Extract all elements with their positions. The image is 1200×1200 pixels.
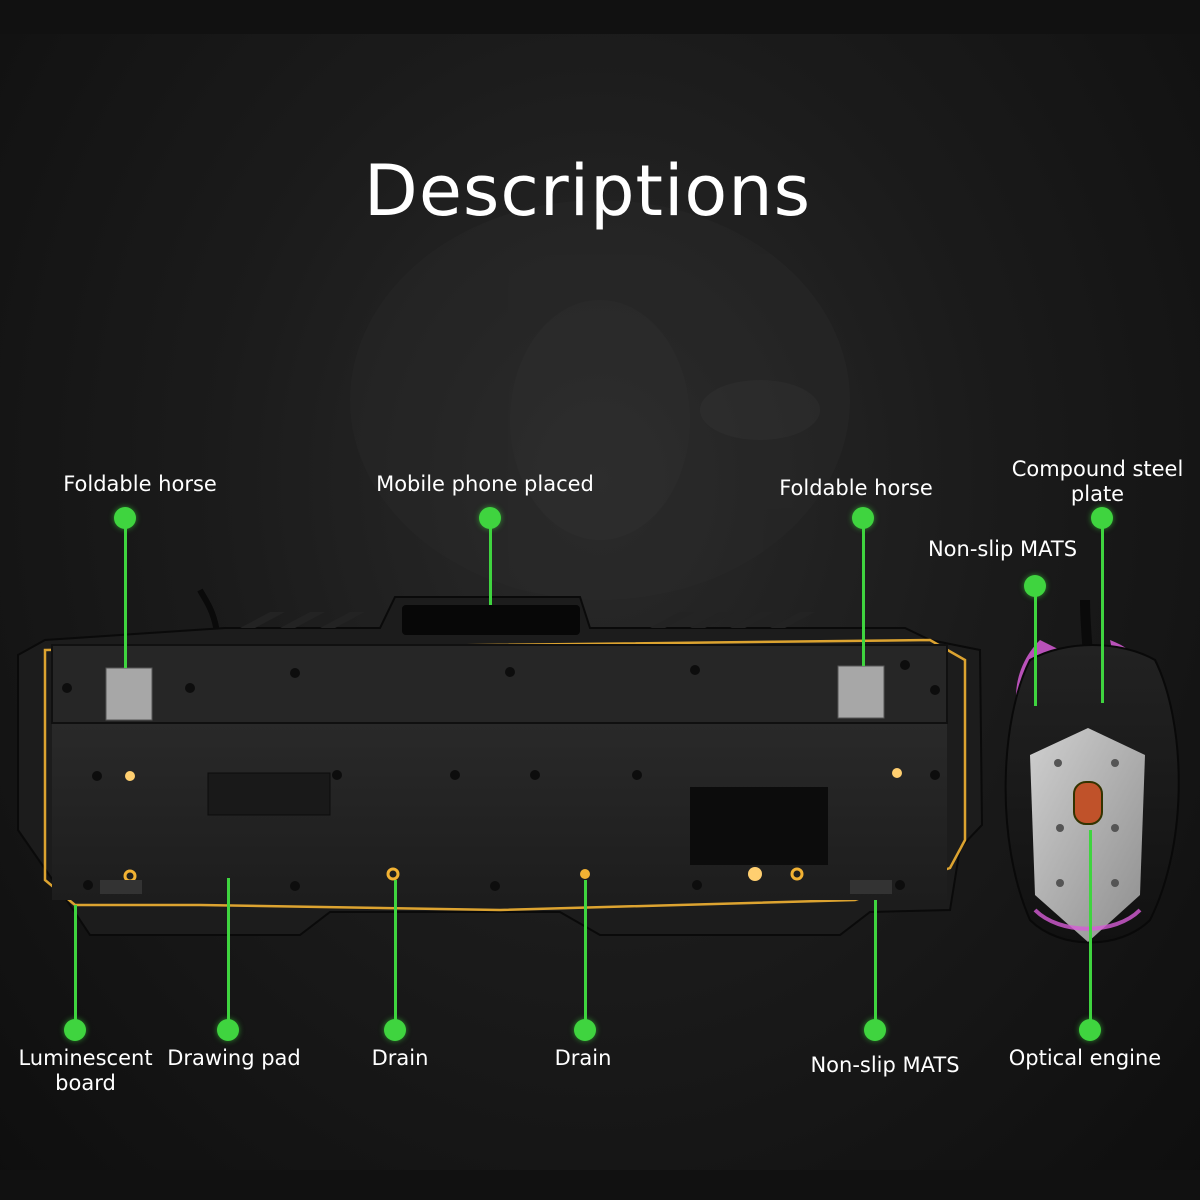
label-mobile-phone-placed: Mobile phone placed: [376, 472, 594, 496]
label-drain-right: Drain: [554, 1046, 612, 1070]
callout-line-drawing-pad: [226, 878, 230, 1030]
callout-dot-steel-plate: [1091, 507, 1113, 529]
label-panel: [690, 787, 828, 865]
callout-dot-non-slip-bottom: [864, 1019, 886, 1041]
label-non-slip-mats-top: Non-slip MATS: [927, 537, 1078, 561]
label-drain-left: Drain: [371, 1046, 429, 1070]
background-figure: [350, 200, 850, 600]
callout-line-drain-left: [393, 880, 397, 1030]
callout-dot-mobile-phone: [479, 507, 501, 529]
bottom-band: [0, 1170, 1200, 1200]
page-title: Descriptions: [363, 150, 812, 232]
callout-line-optical-engine: [1088, 830, 1092, 1030]
callout-dot-optical-engine: [1079, 1019, 1101, 1041]
callout-line-steel-plate: [1100, 518, 1104, 703]
callout-dot-foldable-right: [852, 507, 874, 529]
top-band: [0, 0, 1200, 34]
left-foldable-foot: [105, 667, 153, 721]
callout-dot-drawing-pad: [217, 1019, 239, 1041]
screws: [62, 660, 940, 891]
callout-line-non-slip-top: [1033, 586, 1037, 706]
callout-line-non-slip-bottom: [873, 900, 877, 1030]
keyboard-vents: [240, 612, 815, 628]
callout-line-mobile-phone: [488, 518, 492, 605]
label-non-slip-mats-bottom: Non-slip MATS: [810, 1053, 960, 1077]
label-foldable-horse-right: Foldable horse: [779, 476, 933, 500]
phone-slot: [402, 605, 580, 635]
right-non-slip-pad: [850, 880, 892, 894]
callout-dot-foldable-left: [114, 507, 136, 529]
label-foldable-horse-left: Foldable horse: [63, 472, 217, 496]
callout-dot-drain-right: [574, 1019, 596, 1041]
drawing-pad-panel: [207, 772, 331, 816]
label-luminescent-board: Luminescent board: [18, 1046, 153, 1095]
left-non-slip-pad: [100, 880, 142, 894]
compound-steel-plate: [1030, 728, 1145, 942]
upper-rail: [51, 644, 948, 724]
callout-line-foldable-right: [861, 518, 865, 666]
right-foldable-foot: [837, 665, 885, 719]
indicator-lights: [123, 768, 902, 883]
label-compound-steel-plate: Compound steel plate: [1011, 457, 1184, 506]
callout-dot-luminescent: [64, 1019, 86, 1041]
callout-line-luminescent: [73, 905, 77, 1030]
callout-dot-drain-left: [384, 1019, 406, 1041]
label-optical-engine: Optical engine: [1008, 1046, 1162, 1070]
callout-line-foldable-left: [123, 518, 127, 668]
label-drawing-pad: Drawing pad: [167, 1046, 301, 1070]
callout-line-drain-right: [583, 880, 587, 1030]
callout-dot-non-slip-top: [1024, 575, 1046, 597]
mouse: [1004, 640, 1180, 944]
optical-sensor: [1073, 781, 1103, 825]
